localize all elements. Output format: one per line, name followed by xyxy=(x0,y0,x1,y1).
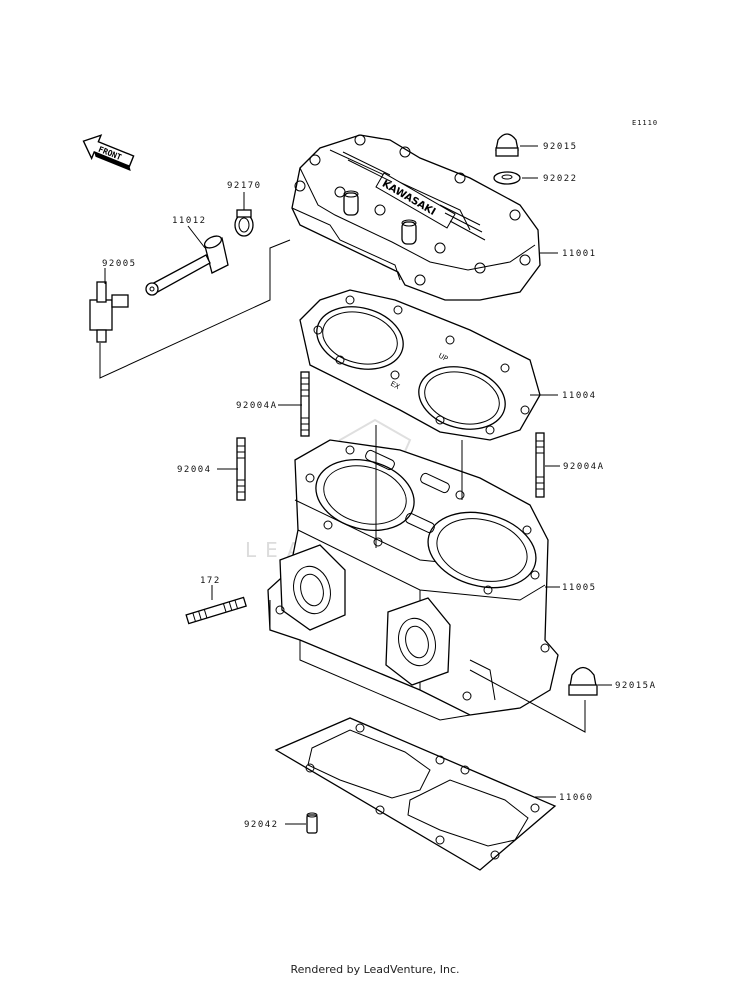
callout-11012: 11012 xyxy=(172,216,207,226)
washer xyxy=(493,171,521,185)
callout-92004a-left: 92004A xyxy=(236,401,278,411)
cylinder-head: KAWASAKI xyxy=(291,134,541,301)
callout-92015: 92015 xyxy=(543,142,578,152)
hose-clamp xyxy=(234,209,254,237)
head-gasket: UP EX xyxy=(299,289,541,441)
base-gasket xyxy=(274,717,557,871)
stud-bolt-172 xyxy=(185,596,247,625)
stud-bolt-92004a-right xyxy=(535,432,545,498)
callout-11005: 11005 xyxy=(562,583,597,593)
elbow-fitting xyxy=(89,281,129,343)
dowel-pin xyxy=(306,812,318,834)
footer-credit: Rendered by LeadVenture, Inc. xyxy=(290,963,460,976)
callout-92015a: 92015A xyxy=(615,681,657,691)
stud-bolt-92004 xyxy=(236,437,246,501)
callout-92004a-right: 92004A xyxy=(563,462,605,472)
cylinder-block xyxy=(267,439,559,721)
callout-92005: 92005 xyxy=(102,259,137,269)
water-fitting xyxy=(145,235,229,296)
callout-11060: 11060 xyxy=(559,793,594,803)
stud-bolt-92004a-left xyxy=(300,371,310,437)
gasket-ex-mark: EX xyxy=(389,380,401,391)
cap-nut-92015a xyxy=(568,666,598,696)
callout-11004: 11004 xyxy=(562,391,597,401)
cap-nut xyxy=(495,133,519,157)
gasket-up-mark: UP xyxy=(437,352,449,363)
callout-92022: 92022 xyxy=(543,174,578,184)
callout-92042: 92042 xyxy=(244,820,279,830)
reference-code: E1110 xyxy=(632,119,658,127)
callout-11001: 11001 xyxy=(562,249,597,259)
front-arrow-icon: FRONT xyxy=(82,134,135,172)
callout-172: 172 xyxy=(200,576,221,586)
callout-92004: 92004 xyxy=(177,465,212,475)
callout-92170: 92170 xyxy=(227,181,262,191)
